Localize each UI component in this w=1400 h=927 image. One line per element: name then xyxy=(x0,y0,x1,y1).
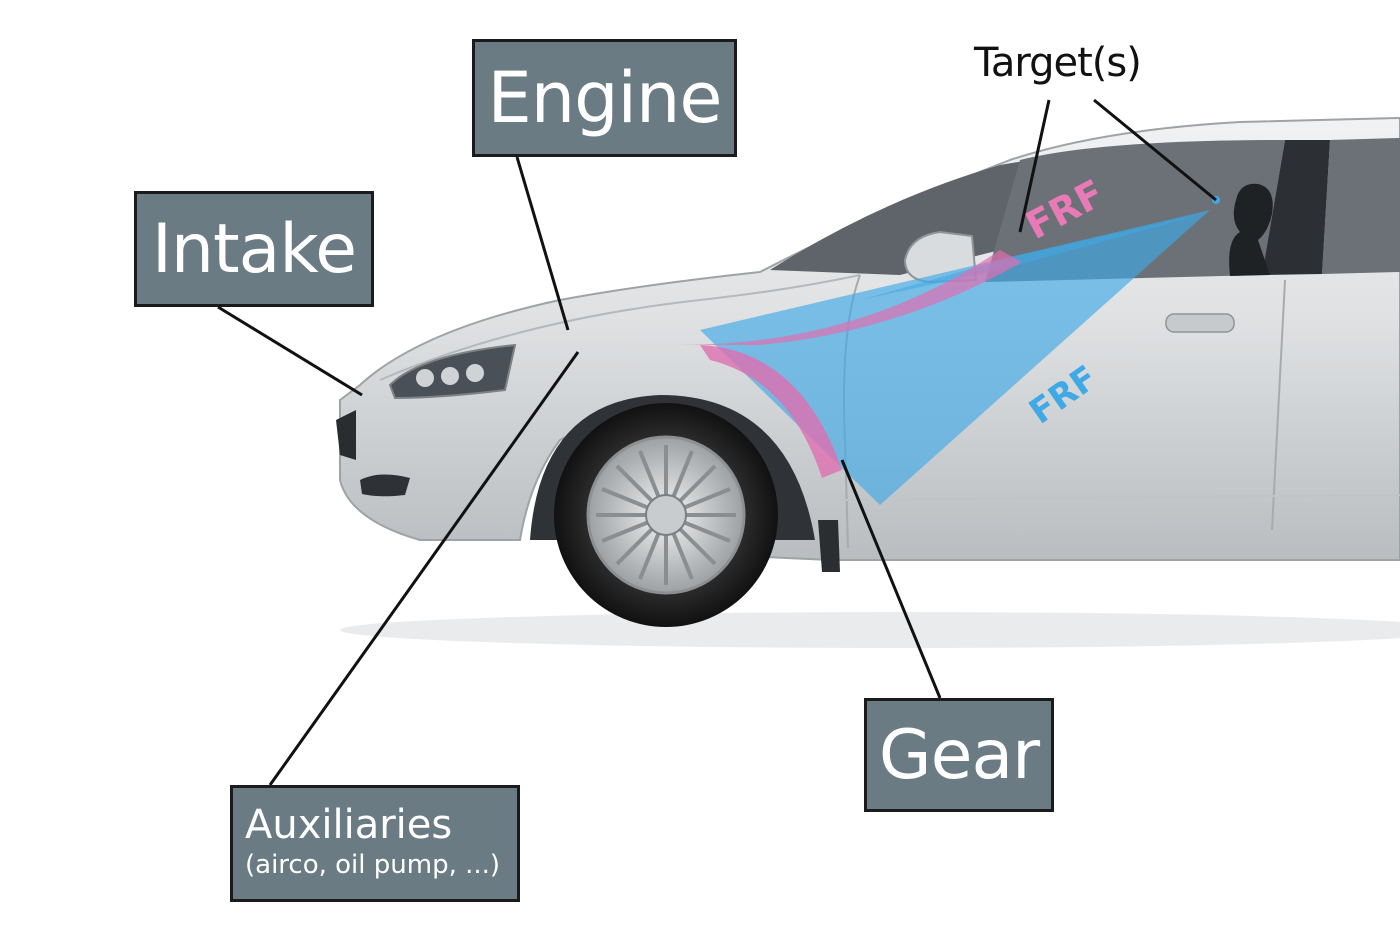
wheel-hub xyxy=(645,494,687,536)
path-pink-fender xyxy=(700,345,842,478)
engine-label: Engine xyxy=(487,57,723,139)
door-handle xyxy=(1165,313,1235,333)
leader-gear xyxy=(840,459,942,699)
gear-label-box: Gear xyxy=(864,698,1054,812)
rear-door-seam xyxy=(1271,279,1286,531)
front-grille xyxy=(336,410,356,460)
sill-line xyxy=(839,494,1400,501)
path-blue-door xyxy=(700,210,1210,505)
auxiliaries-label: Auxiliaries xyxy=(245,802,453,848)
gear-label: Gear xyxy=(878,715,1040,795)
leader-engine xyxy=(515,156,570,331)
leader-lines xyxy=(217,98,1217,786)
targets-label: Target(s) xyxy=(974,40,1142,86)
hood-line xyxy=(379,274,861,381)
path-pink-window xyxy=(680,250,1022,345)
leader-auxiliaries xyxy=(268,351,580,786)
fog-lamp xyxy=(360,474,410,497)
engine-label-box: Engine xyxy=(472,39,737,157)
driver-silhouette xyxy=(1229,183,1273,276)
leader-intake xyxy=(217,305,363,397)
ground-shadow xyxy=(340,612,1400,648)
auxiliaries-detail: (airco, oil pump, ...) xyxy=(245,850,501,880)
b-pillar xyxy=(1262,140,1330,275)
rear-side-window xyxy=(1322,138,1400,274)
intake-label: Intake xyxy=(151,209,357,289)
mud-flap xyxy=(818,520,840,572)
auxiliaries-label-box: Auxiliaries (airco, oil pump, ...) xyxy=(230,785,520,902)
leader-target-window xyxy=(1018,99,1051,233)
leader-target-driver xyxy=(1093,98,1217,202)
intake-label-box: Intake xyxy=(134,191,374,307)
path-blue-window xyxy=(860,212,1210,300)
